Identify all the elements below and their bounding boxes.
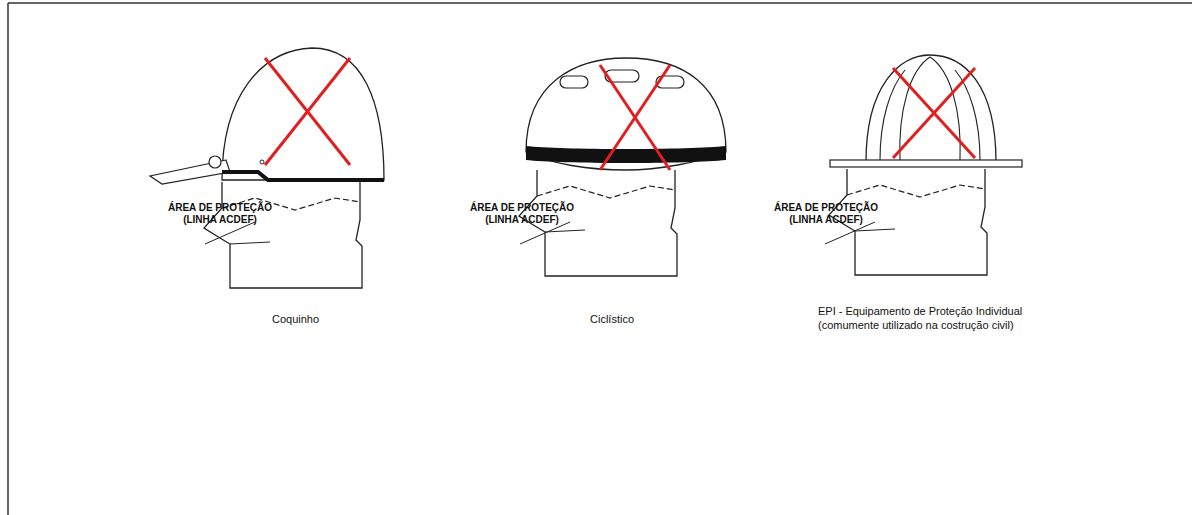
protection-area-label: ÁREA DE PROTEÇÃO (LINHA ACDEF) [462, 202, 582, 226]
protection-area-label: ÁREA DE PROTEÇÃO (LINHA ACDEF) [766, 202, 886, 226]
helmet-caption: EPI - Equipamento de Proteção Individual… [818, 304, 1068, 332]
protection-area-label: ÁREA DE PROTEÇÃO (LINHA ACDEF) [160, 202, 280, 226]
helmet-caption: Ciclístico [590, 312, 700, 326]
helmet-caption: Coquinho [272, 312, 382, 326]
